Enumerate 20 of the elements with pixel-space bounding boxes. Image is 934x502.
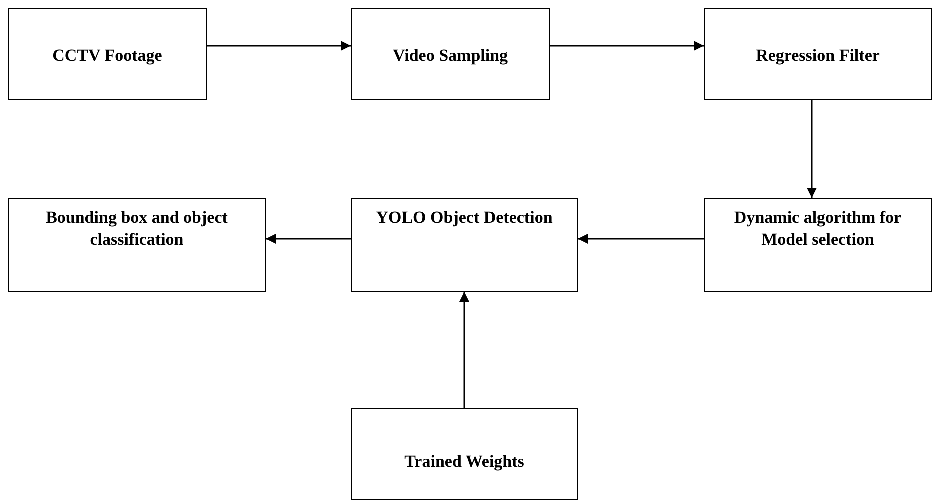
arrow: [207, 41, 351, 51]
process-box: [8, 8, 207, 100]
box-label: Video Sampling: [392, 45, 508, 67]
box-label: Dynamic algorithm for Model selection: [733, 207, 903, 251]
process-box: [351, 8, 550, 100]
box-label: CCTV Footage: [52, 45, 162, 67]
process-box: [8, 198, 266, 292]
box-label: YOLO Object Detection: [376, 207, 553, 229]
process-box: [351, 198, 578, 292]
process-box: [704, 198, 932, 292]
arrow: [807, 100, 817, 198]
box-label: Regression Filter: [756, 45, 880, 67]
box-label: Bounding box and object classification: [45, 207, 229, 251]
arrow: [266, 234, 351, 244]
process-box: [704, 8, 932, 100]
box-label: Trained Weights: [404, 451, 524, 473]
arrow: [550, 41, 704, 51]
arrow: [460, 292, 470, 408]
process-box: [351, 408, 578, 500]
arrow: [578, 234, 704, 244]
